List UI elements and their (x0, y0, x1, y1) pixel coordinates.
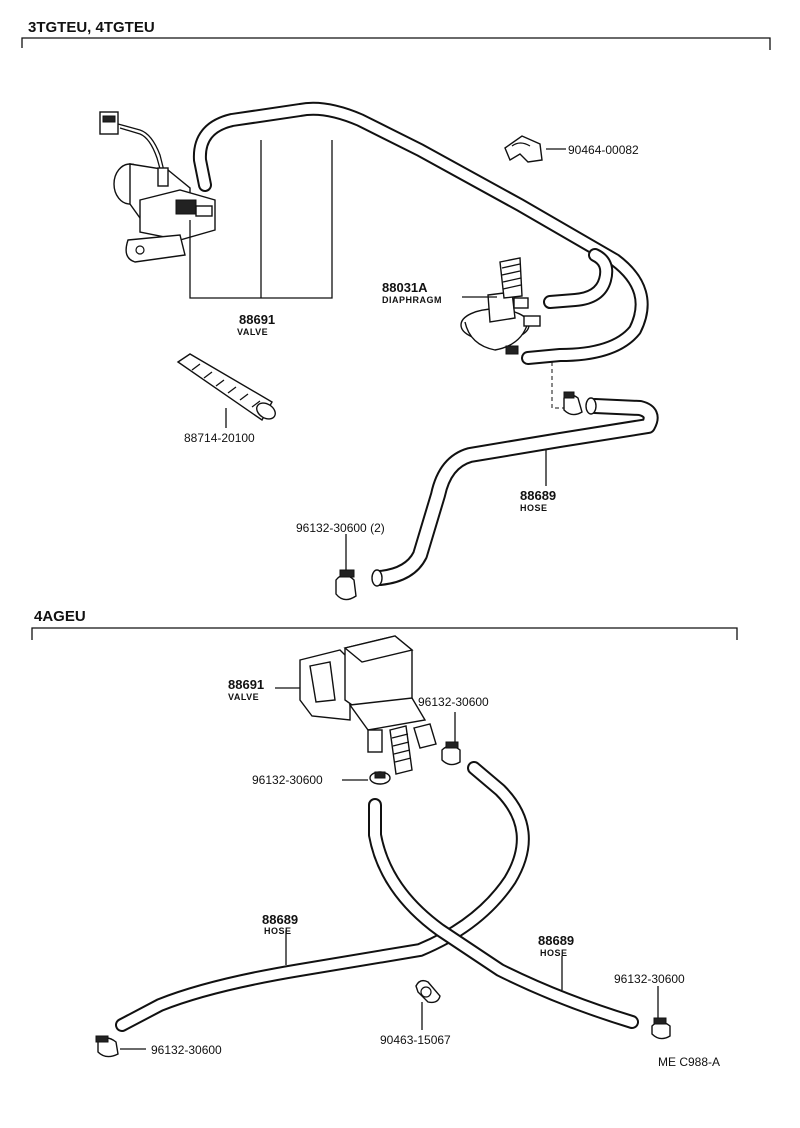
top-sleeve-pn: 88714-20100 (184, 431, 255, 445)
top-clamp-lower (335, 569, 357, 601)
bottom-clamp-bottom-right (651, 1017, 671, 1040)
bottom-hose-right-name: HOSE (540, 948, 568, 958)
bottom-hose-right (368, 798, 639, 1029)
bottom-clamp-bottom-right-pn: 96132-30600 (614, 972, 685, 986)
top-diaphragm (460, 257, 541, 355)
top-hose-88689 (371, 397, 659, 587)
bottom-valve-name: VALVE (228, 692, 259, 702)
bottom-clamp-right-pn: 96132-30600 (418, 695, 489, 709)
top-dashed-link (551, 362, 565, 409)
bottom-valve-pn: 88691 (228, 677, 264, 692)
top-clamp-pn: 96132-30600 (2) (296, 521, 385, 535)
bottom-clip-90463 (415, 979, 441, 1004)
top-sleeve (176, 353, 276, 422)
bottom-clamp-bottom-left (95, 1035, 119, 1058)
bottom-valve (299, 635, 437, 775)
bottom-hose-left (115, 761, 530, 1032)
top-hose-name: HOSE (520, 503, 548, 513)
bottom-clamp-bottom-left-pn: 96132-30600 (151, 1043, 222, 1057)
top-clip-90464 (504, 135, 566, 163)
top-hose-pn: 88689 (520, 488, 556, 503)
connector-plug (99, 111, 119, 135)
top-diaphragm-name: DIAPHRAGM (382, 295, 442, 305)
valve-wire (117, 123, 166, 176)
section-top: 3TGTEU, 4TGTEU 88691 VALVE (21, 19, 771, 601)
bottom-clamp-right (441, 741, 461, 766)
top-clip-pn: 90464-00082 (568, 143, 639, 157)
section-top-title: 3TGTEU, 4TGTEU (28, 19, 155, 36)
bottom-clip-pn: 90463-15067 (380, 1033, 451, 1047)
top-valve (99, 111, 216, 263)
top-long-hose (192, 101, 649, 365)
top-clamp-upper (563, 391, 583, 416)
bottom-clamp-left (369, 771, 391, 785)
bottom-hose-right-pn: 88689 (538, 933, 574, 948)
bottom-hose-left-name: HOSE (264, 926, 292, 936)
top-valve-name: VALVE (237, 327, 268, 337)
section-top-bracket (21, 37, 771, 50)
top-diaphragm-pn: 88031A (382, 280, 428, 295)
reference-code: ME C988-A (658, 1055, 720, 1069)
section-bottom: 4AGEU 88691 VALVE 96132-30600 (31, 608, 738, 1069)
section-bottom-bracket (31, 627, 738, 640)
bottom-hose-left-pn: 88689 (262, 912, 298, 927)
bottom-clamp-left-pn: 96132-30600 (252, 773, 323, 787)
top-valve-pn: 88691 (239, 312, 275, 327)
section-bottom-title: 4AGEU (34, 608, 86, 625)
